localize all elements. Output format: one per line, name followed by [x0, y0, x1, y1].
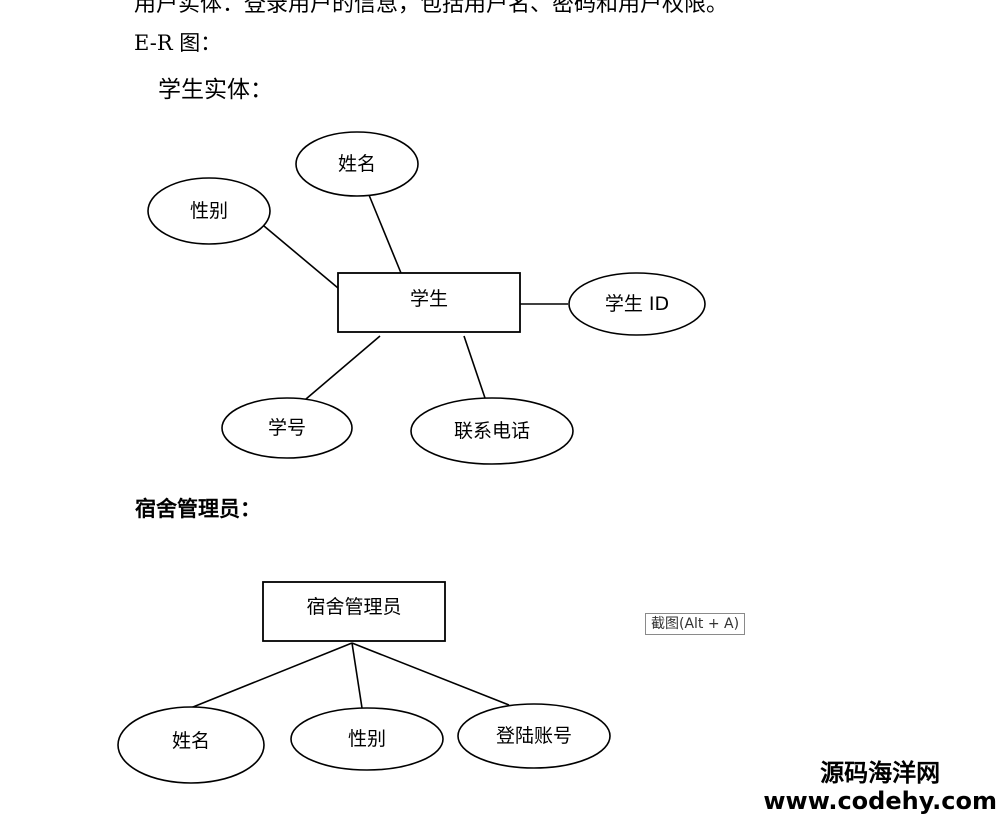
attr-student-name: 姓名 [295, 131, 419, 197]
attr-student-phone-label: 联系电话 [454, 420, 530, 442]
connector-admin-gender [351, 642, 363, 709]
connector-admin-account [351, 642, 510, 706]
attr-admin-name: 姓名 [117, 706, 265, 784]
attr-admin-gender-label: 性别 [348, 728, 386, 750]
connector-student-phone [463, 335, 486, 399]
attr-student-no: 学号 [221, 397, 353, 459]
student-entity-label: 学生 [410, 288, 448, 310]
admin-entity-label: 宿舍管理员 [306, 596, 401, 618]
attr-admin-account: 登陆账号 [457, 703, 611, 769]
attr-student-name-label: 姓名 [338, 153, 376, 175]
student-entity-box: 学生 [337, 272, 521, 333]
attr-student-gender-label: 性别 [190, 200, 228, 222]
admin-entity-box: 宿舍管理员 [262, 581, 446, 642]
connector-student-gender [263, 225, 339, 289]
attr-student-id-label: 学生 ID [605, 293, 669, 315]
attr-student-id: 学生 ID [568, 272, 706, 336]
connector-student-no [305, 335, 381, 400]
cut-off-text-line: 用户实体：登录用户的信息，包括用户名、密码和用户权限。 [134, 0, 729, 17]
er-diagram-heading: E-R 图： [134, 31, 222, 55]
student-entity-heading: 学生实体： [158, 77, 273, 103]
dorm-admin-heading: 宿舍管理员： [135, 497, 261, 521]
attr-admin-account-label: 登陆账号 [496, 725, 572, 747]
connector-student-name [368, 194, 402, 274]
attr-admin-gender: 性别 [290, 707, 444, 771]
screenshot-shortcut-tooltip: 截图(Alt + A) [645, 613, 746, 635]
attr-student-no-label: 学号 [268, 417, 306, 439]
attr-student-phone: 联系电话 [410, 397, 574, 465]
watermark-url: www.codehy.com [763, 787, 997, 815]
attr-student-gender: 性别 [147, 177, 271, 245]
attr-admin-name-label: 姓名 [172, 730, 210, 752]
site-watermark: 源码海洋网 www.codehy.com [763, 758, 997, 814]
watermark-name: 源码海洋网 [820, 759, 941, 787]
connector-admin-name [187, 642, 353, 710]
